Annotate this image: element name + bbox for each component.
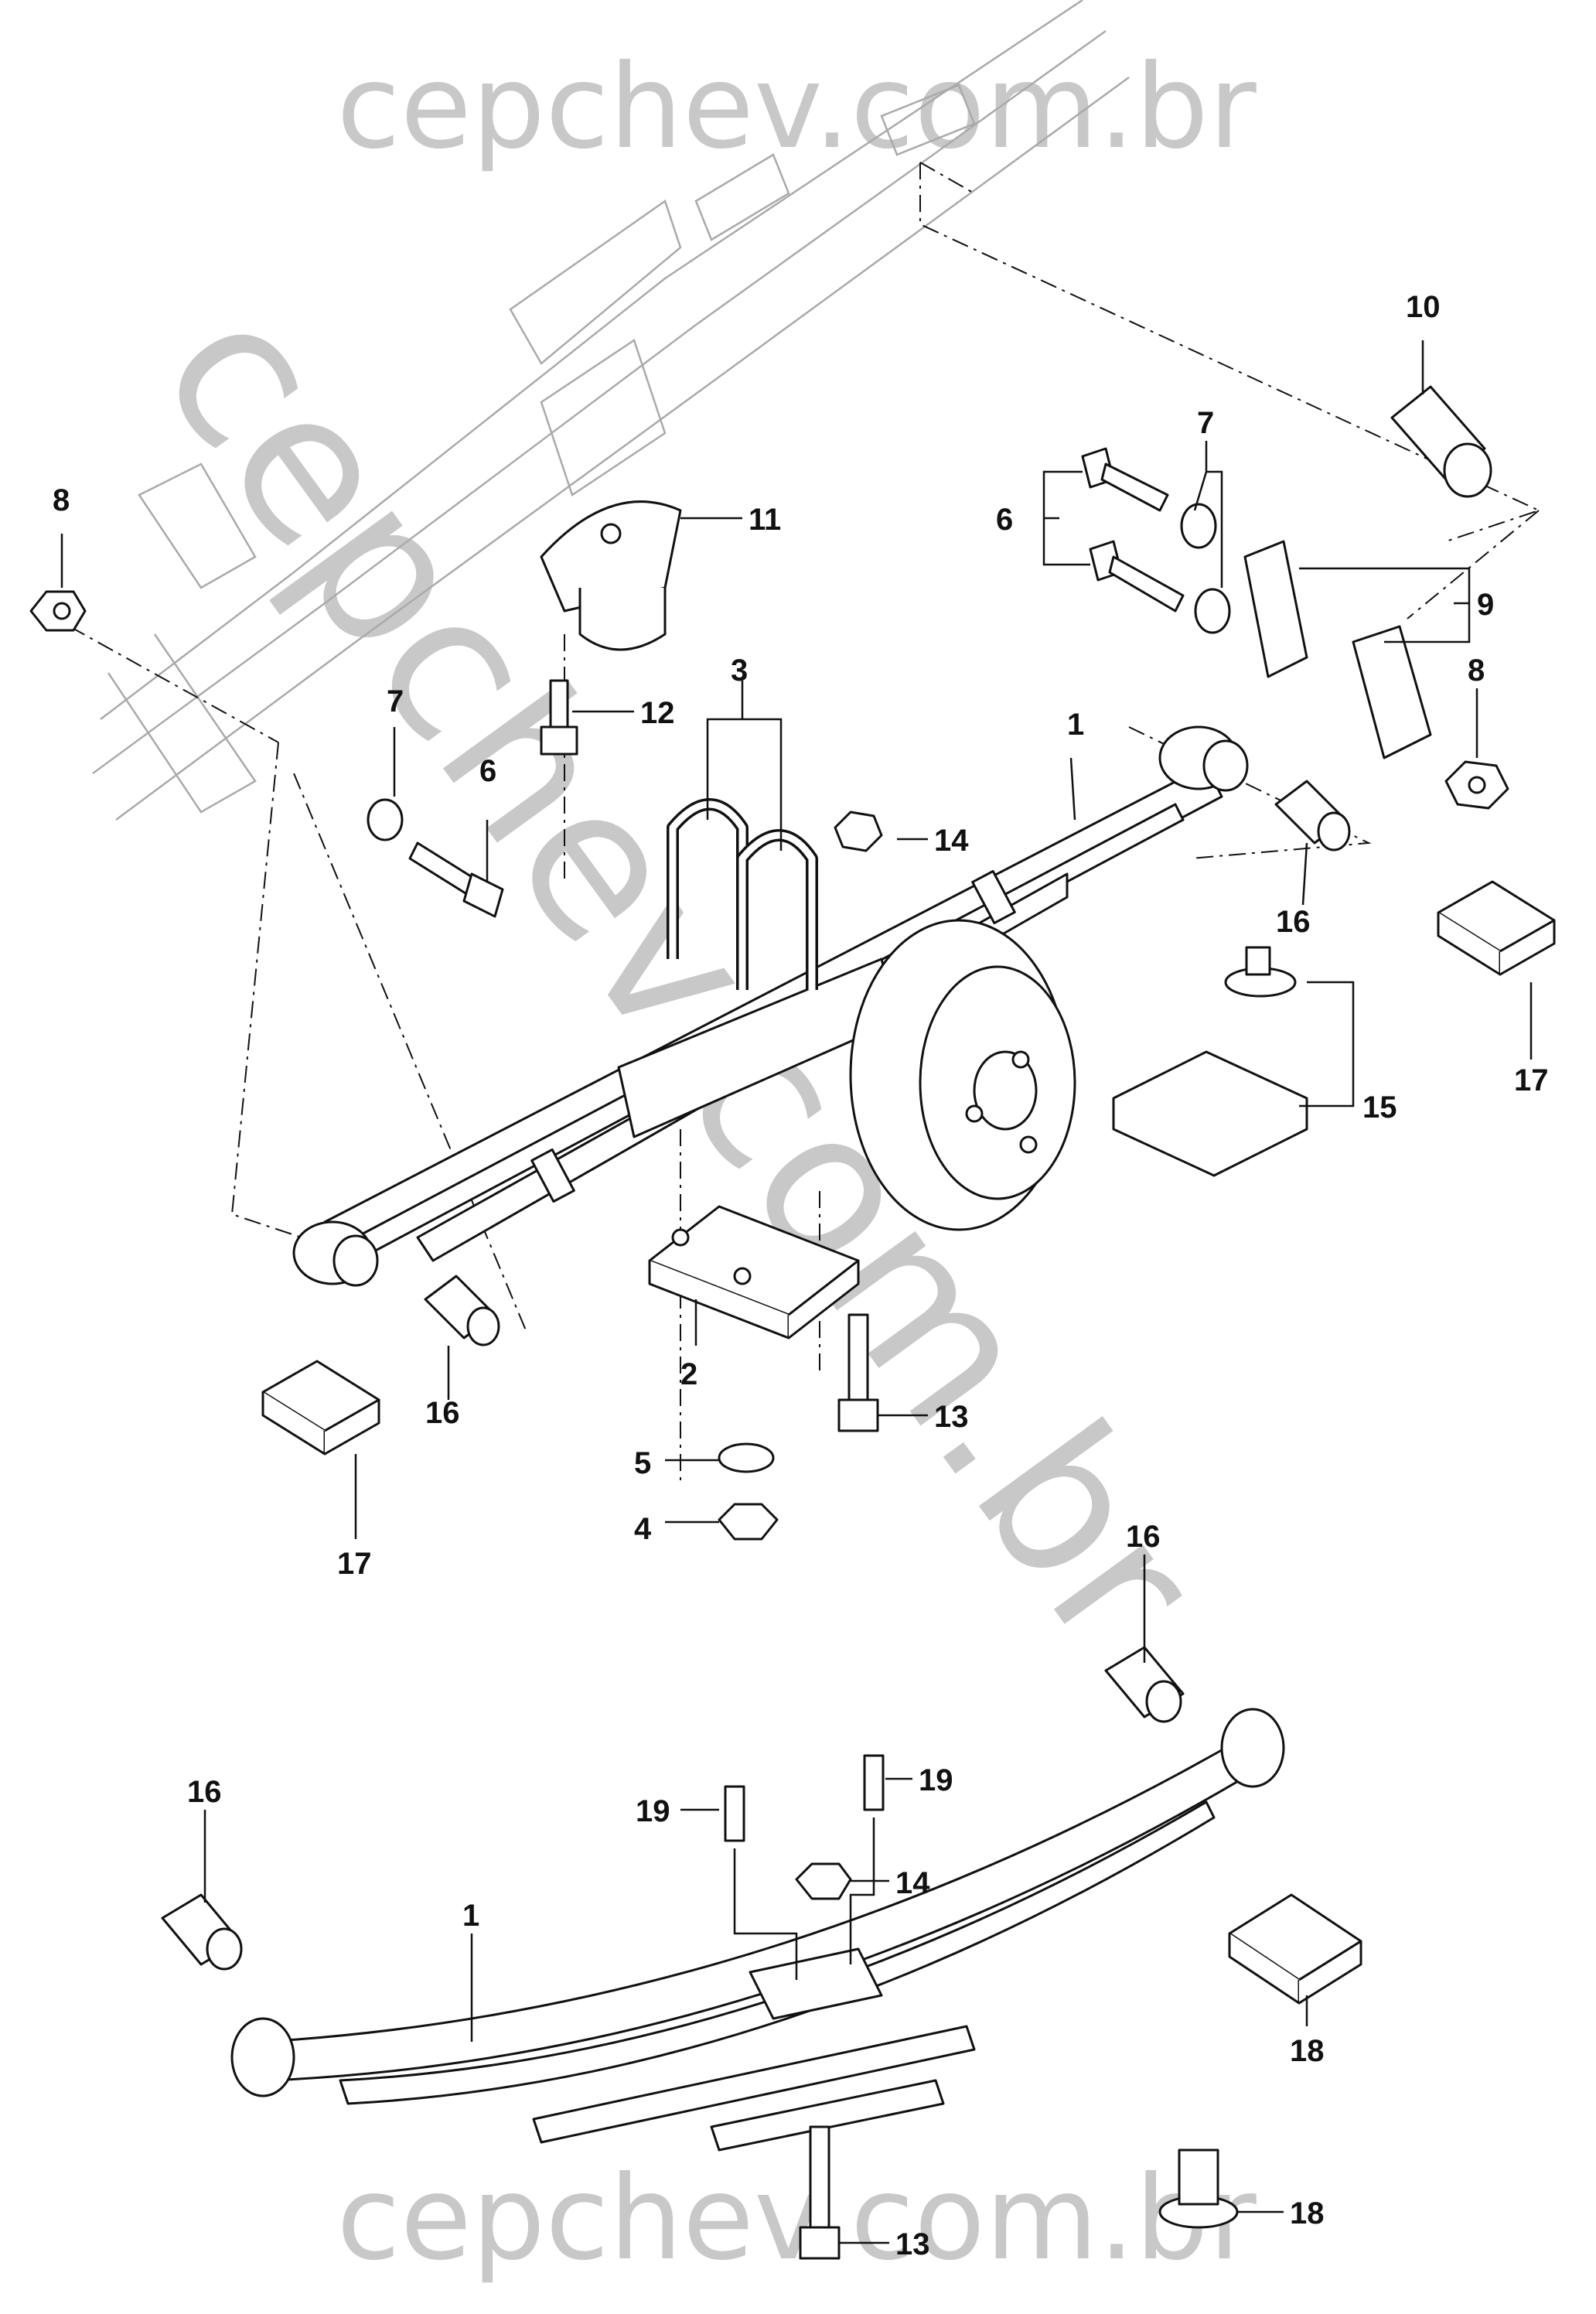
lower-leaf-spring (230, 1708, 1285, 2152)
u-bolts (667, 798, 818, 990)
bolt-13-mid (837, 1313, 879, 1432)
bumper-15 (1112, 946, 1308, 1177)
bushing-16-upper-right (1274, 780, 1351, 852)
callout-1-lower: 1 (462, 1899, 479, 1933)
callout-18-right: 18 (1290, 2034, 1325, 2068)
callout-18-lower: 18 (1290, 2196, 1325, 2230)
callout-13-mid: 13 (934, 1400, 969, 1434)
pad-17-right (1437, 880, 1556, 976)
nut-8-right (1444, 760, 1509, 810)
bumper-bracket (540, 500, 682, 651)
callout-12: 12 (640, 696, 675, 730)
callout-16-lower-left: 16 (187, 1775, 222, 1809)
bolt-6-right (1081, 447, 1185, 613)
bolt-13-lower (799, 2125, 841, 2260)
washer-7-right (1180, 503, 1217, 549)
callout-leaders (60, 340, 1533, 2244)
nut-4 (718, 1503, 779, 1541)
callout-3: 3 (731, 654, 748, 688)
callout-7-left: 7 (387, 684, 404, 718)
callout-15: 15 (1362, 1090, 1397, 1125)
callout-19-left: 19 (636, 1794, 670, 1828)
nut-14-lower (795, 1862, 852, 1900)
spring-plate (648, 1205, 860, 1340)
callout-6-right: 6 (996, 503, 1013, 537)
spring-clip (971, 869, 1016, 925)
callout-16-lower-right: 16 (1126, 1520, 1161, 1554)
shackle-plates (1243, 540, 1432, 759)
watermark-bottom: cepchev.com.br (336, 2152, 1257, 2286)
chassis-frame (92, 0, 1130, 821)
callout-8-right: 8 (1468, 654, 1485, 688)
callout-8-left: 8 (53, 483, 70, 517)
nut-14-upper (834, 811, 883, 852)
callout-11: 11 (749, 503, 781, 537)
bushing-16-upper-left (424, 1275, 500, 1346)
pin-19-left (724, 1785, 745, 1842)
bolt-12 (540, 679, 578, 756)
callout-labels: 1 2 3 4 5 6 6 7 7 8 8 9 10 11 12 13 14 1… (53, 290, 1549, 2261)
washer-7-left (367, 798, 404, 841)
callout-17-left: 17 (337, 1547, 372, 1581)
axle-drum (617, 919, 1076, 1231)
nut-8-left (29, 590, 87, 632)
callout-16-upper-right: 16 (1276, 905, 1311, 939)
callout-14-mid: 14 (934, 824, 969, 858)
callout-2: 2 (680, 1357, 697, 1391)
pin-19-right (863, 1754, 885, 1811)
callout-1: 1 (1067, 708, 1084, 742)
callout-6-left: 6 (479, 754, 496, 788)
pad-18-right (1228, 1893, 1362, 2005)
bumper-18-lower (1158, 2148, 1239, 2229)
callout-4: 4 (634, 1512, 652, 1546)
washer-7-right-2 (1194, 588, 1231, 634)
callout-13-lower: 13 (895, 2227, 930, 2261)
callout-17-right: 17 (1514, 1063, 1549, 1097)
bushing-10 (1390, 385, 1492, 498)
spring-clip (530, 1148, 575, 1203)
callout-10: 10 (1406, 290, 1441, 324)
callout-5: 5 (634, 1446, 651, 1480)
pad-17-left (261, 1360, 380, 1456)
callout-9: 9 (1477, 588, 1494, 622)
bolt-6-left (408, 841, 504, 918)
washer-5 (718, 1442, 775, 1473)
callout-19-right: 19 (919, 1763, 953, 1797)
watermark-diagonal: cepchev.com.br (116, 262, 1243, 1691)
callout-16-upper-left: 16 (425, 1396, 460, 1430)
center-plate (749, 1947, 883, 2020)
watermark-top: cepchev.com.br (336, 40, 1257, 175)
bushing-16-lower-left (161, 1893, 243, 1971)
callout-14-lower: 14 (895, 1866, 930, 1900)
callout-7-right: 7 (1197, 406, 1214, 440)
bushing-16-lower-right (1104, 1646, 1185, 1723)
